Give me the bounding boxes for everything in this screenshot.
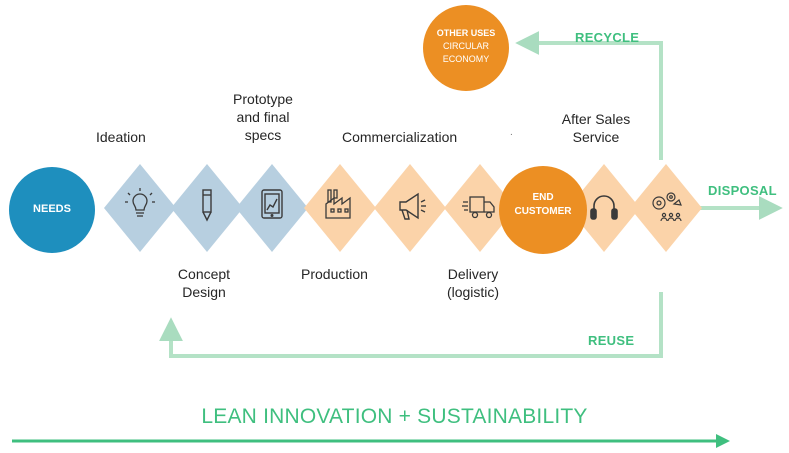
other-uses-line2: CIRCULAR (442, 41, 489, 51)
ideation-label: Ideation (96, 129, 146, 145)
prototype-label: Prototype and final specs (222, 90, 304, 144)
after-sales-line2: Service (572, 129, 620, 145)
stage-shape-megaphone (374, 164, 446, 252)
delivery-truck-icon (462, 196, 495, 219)
prototype-line2: and final (236, 109, 290, 125)
gears-people-icon (652, 192, 682, 222)
commercialization-label: Commercialization (342, 129, 458, 145)
stage-shape-factory (304, 164, 376, 252)
stage-shape-delivery-truck (444, 164, 516, 252)
stage-shape-pencil (171, 164, 243, 252)
pencil-icon (202, 189, 212, 222)
other-uses-line1: OTHER USES (436, 28, 496, 38)
delivery-line2: (logistic) (446, 284, 500, 300)
reuse-arrow (159, 292, 663, 358)
factory-icon (325, 189, 351, 219)
concept-design-label: Concept Design (168, 265, 240, 301)
production-label: Production (301, 266, 368, 282)
stage-shape-headset (568, 164, 640, 252)
concept-line2: Design (182, 284, 226, 300)
stage-shape-tablet-chart (236, 164, 308, 252)
other-uses-circle (423, 5, 509, 91)
tablet-chart-icon (261, 189, 283, 219)
prototype-line1: Prototype (233, 91, 293, 107)
end-customer-line1: END (532, 192, 554, 203)
delivery-label: Delivery (logistic) (438, 265, 508, 301)
other-uses-line3: ECONOMY (442, 54, 490, 64)
after-sales-line1: After Sales (561, 111, 631, 127)
disposal-label: DISPOSAL (708, 183, 777, 198)
small-dot: . (510, 127, 513, 138)
needs-circle (9, 167, 95, 253)
other-uses-label: OTHER USES CIRCULAR ECONOMY (423, 27, 509, 66)
megaphone-icon (399, 192, 426, 220)
recycle-arrow (515, 31, 663, 160)
after-sales-label: After Sales Service (554, 110, 638, 146)
prototype-line3: specs (244, 127, 282, 143)
end-customer-line2: CUSTOMER (514, 206, 572, 217)
headset-icon (590, 195, 618, 220)
reuse-label: REUSE (588, 333, 635, 348)
footer-arrowhead (716, 434, 730, 448)
lightbulb-icon (125, 188, 155, 217)
stage-shape-gears-people (630, 164, 702, 252)
delivery-line1: Delivery (447, 266, 499, 282)
end-customer-circle (499, 166, 587, 254)
stage-shape-lightbulb (104, 164, 176, 252)
footer-title: LEAN INNOVATION + SUSTAINABILITY (201, 405, 588, 428)
concept-line1: Concept (177, 266, 231, 282)
recycle-label: RECYCLE (575, 30, 640, 45)
end-customer-label: END CUSTOMER (499, 191, 587, 219)
needs-label: NEEDS (33, 203, 71, 215)
